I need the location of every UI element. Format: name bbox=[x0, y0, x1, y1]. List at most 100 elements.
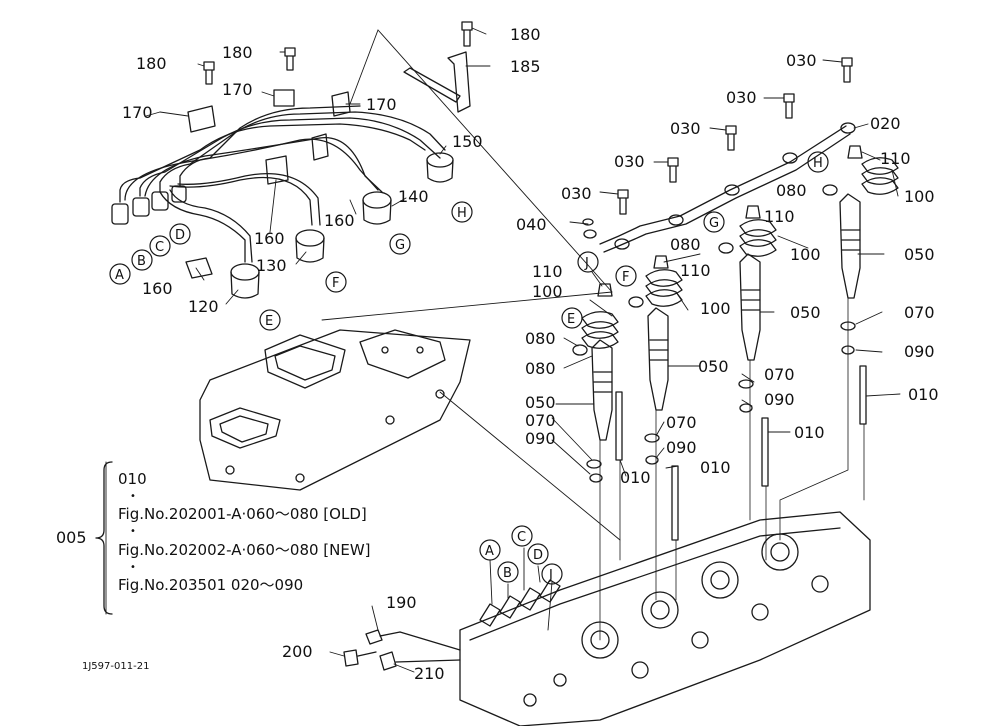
label-030-c: 030 bbox=[670, 119, 701, 138]
pipe-nuts-pump-side bbox=[111, 185, 187, 225]
svg-text:C: C bbox=[155, 240, 164, 255]
label-180-c: 180 bbox=[510, 25, 541, 44]
label-210: 210 bbox=[414, 664, 445, 683]
injection-pipe-bundle bbox=[119, 105, 446, 263]
label-110-d: 110 bbox=[680, 261, 711, 280]
alignment-lines bbox=[105, 29, 621, 615]
label-050-b: 050 bbox=[790, 303, 821, 322]
injector-nozzles bbox=[591, 193, 861, 441]
kit-note-line-1: 010 bbox=[118, 470, 147, 488]
label-030-e: 030 bbox=[561, 184, 592, 203]
kit-brace bbox=[95, 461, 113, 615]
label-100-d: 100 bbox=[700, 299, 731, 318]
label-050-d: 050 bbox=[525, 393, 556, 412]
svg-text:E: E bbox=[567, 312, 575, 327]
letter-callout-text: A B C D E F G H E F G H J A B C D J bbox=[115, 156, 823, 583]
label-090-b: 090 bbox=[764, 390, 795, 409]
label-185: 185 bbox=[510, 57, 541, 76]
label-170-a: 170 bbox=[122, 103, 153, 122]
leader-lines bbox=[145, 27, 901, 673]
label-180-b: 180 bbox=[222, 43, 253, 62]
kit-note-line-2: Fig.No.202001-A·060～080 [OLD] bbox=[118, 505, 367, 523]
label-110-b: 110 bbox=[764, 207, 795, 226]
label-100-a: 100 bbox=[904, 187, 935, 206]
kit-note-line-3: Fig.No.202002-A·060～080 [NEW] bbox=[118, 541, 371, 559]
svg-text:G: G bbox=[395, 238, 405, 253]
label-170-b: 170 bbox=[222, 80, 253, 99]
svg-text:G: G bbox=[709, 216, 719, 231]
svg-text:E: E bbox=[265, 314, 273, 329]
label-090-c: 090 bbox=[525, 429, 556, 448]
label-100-b: 100 bbox=[790, 245, 821, 264]
label-130: 130 bbox=[256, 256, 287, 275]
svg-text:D: D bbox=[533, 548, 543, 563]
cylinder-head bbox=[459, 511, 871, 726]
svg-text:J: J bbox=[584, 256, 589, 271]
label-030-a: 030 bbox=[786, 51, 817, 70]
label-010-b: 010 bbox=[794, 423, 825, 442]
intake-manifold bbox=[199, 329, 471, 491]
label-140: 140 bbox=[398, 187, 429, 206]
label-030-d: 030 bbox=[614, 152, 645, 171]
label-160-a: 160 bbox=[324, 211, 355, 230]
label-010-a: 010 bbox=[908, 385, 939, 404]
kit-note-dot-2: • bbox=[130, 526, 136, 537]
leak-off-nuts bbox=[597, 145, 863, 297]
label-110-c: 110 bbox=[532, 262, 563, 281]
svg-text:F: F bbox=[622, 270, 629, 285]
svg-text:J: J bbox=[548, 568, 553, 583]
svg-text:B: B bbox=[503, 566, 512, 581]
svg-text:A: A bbox=[115, 268, 124, 283]
label-050-a: 050 bbox=[904, 245, 935, 264]
svg-text:D: D bbox=[175, 228, 185, 243]
studs bbox=[615, 365, 867, 541]
label-160-b: 160 bbox=[254, 229, 285, 248]
pipe-nuts-injector-side bbox=[230, 152, 454, 299]
label-080-a: 080 bbox=[776, 181, 807, 200]
label-120: 120 bbox=[188, 297, 219, 316]
label-070-c: 070 bbox=[525, 411, 556, 430]
washers-and-orings bbox=[572, 184, 856, 483]
label-190: 190 bbox=[386, 593, 417, 612]
label-100-c: 100 bbox=[532, 282, 563, 301]
svg-text:H: H bbox=[813, 156, 823, 171]
centre-lines bbox=[599, 297, 865, 641]
gasket-stacks bbox=[581, 157, 899, 349]
svg-text:F: F bbox=[332, 276, 339, 291]
label-170-c: 170 bbox=[366, 95, 397, 114]
label-030-b: 030 bbox=[726, 88, 757, 107]
svg-text:H: H bbox=[457, 206, 467, 221]
label-050-c: 050 bbox=[698, 357, 729, 376]
letter-callouts bbox=[109, 151, 829, 585]
clamp-bolts bbox=[203, 21, 473, 85]
label-070-d: 070 bbox=[666, 413, 697, 432]
kit-note-line-4: Fig.No.203501 020～090 bbox=[118, 576, 304, 594]
label-020: 020 bbox=[870, 114, 901, 133]
label-080-b: 080 bbox=[670, 235, 701, 254]
label-200: 200 bbox=[282, 642, 313, 661]
label-070-a: 070 bbox=[904, 303, 935, 322]
pipe-clamps bbox=[185, 89, 351, 279]
label-090-d: 090 bbox=[666, 438, 697, 457]
label-090-a: 090 bbox=[904, 342, 935, 361]
svg-text:A: A bbox=[485, 544, 494, 559]
label-010-d: 010 bbox=[620, 468, 651, 487]
bleeder-parts bbox=[343, 629, 461, 671]
banjo-bolts bbox=[617, 57, 853, 215]
kit-note-dot-1: • bbox=[130, 491, 136, 502]
label-005: 005 bbox=[56, 528, 87, 547]
drawing-id: 1J597-011-21 bbox=[82, 661, 150, 672]
label-080-c: 080 bbox=[525, 329, 556, 348]
kit-note-dot-3: • bbox=[130, 562, 136, 573]
label-180-a: 180 bbox=[136, 54, 167, 73]
label-040: 040 bbox=[516, 215, 547, 234]
leak-off-pipe bbox=[599, 122, 856, 253]
pipe-bracket bbox=[403, 51, 471, 113]
svg-text:B: B bbox=[137, 254, 146, 269]
label-070-b: 070 bbox=[764, 365, 795, 384]
svg-text:C: C bbox=[517, 530, 526, 545]
label-010-c: 010 bbox=[700, 458, 731, 477]
label-080-d: 080 bbox=[525, 359, 556, 378]
